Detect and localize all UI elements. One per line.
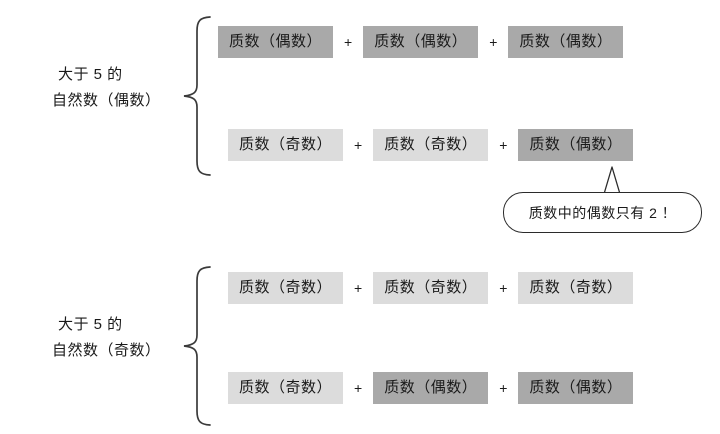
term-box: 质数（偶数） xyxy=(373,372,489,404)
term-box: 质数（偶数） xyxy=(518,372,634,404)
plus-operator: + xyxy=(499,137,508,153)
expression-row-3: 质数（奇数） + 质数（奇数） + 质数（奇数） xyxy=(228,272,634,304)
group-label-even-line1: 大于 5 的 xyxy=(58,66,123,83)
curly-brace-even xyxy=(180,14,214,183)
group-label-even: 大于 5 的 自然数（偶数） xyxy=(52,62,161,114)
group-label-even-line2: 自然数（偶数） xyxy=(52,92,161,109)
term-box: 质数（奇数） xyxy=(373,129,489,161)
term-box: 质数（偶数） xyxy=(363,26,479,58)
term-box: 质数（奇数） xyxy=(228,272,344,304)
term-box: 质数（奇数） xyxy=(518,272,634,304)
term-box: 质数（偶数） xyxy=(508,26,624,58)
plus-operator: + xyxy=(354,280,363,296)
callout-text: 质数中的偶数只有 2 ！ xyxy=(528,204,677,221)
plus-operator: + xyxy=(344,34,353,50)
term-box: 质数（偶数） xyxy=(218,26,334,58)
expression-row-1: 质数（偶数） + 质数（偶数） + 质数（偶数） xyxy=(218,26,624,58)
expression-row-2: 质数（奇数） + 质数（奇数） + 质数（偶数） xyxy=(228,129,634,161)
group-label-odd-line1: 大于 5 的 xyxy=(58,316,123,333)
group-label-odd: 大于 5 的 自然数（奇数） xyxy=(52,312,161,364)
plus-operator: + xyxy=(354,380,363,396)
term-box: 质数（奇数） xyxy=(228,129,344,161)
plus-operator: + xyxy=(489,34,498,50)
term-box: 质数（奇数） xyxy=(373,272,489,304)
group-label-odd-line2: 自然数（奇数） xyxy=(52,342,161,359)
expression-row-4: 质数（奇数） + 质数（偶数） + 质数（偶数） xyxy=(228,372,634,404)
curly-brace-odd xyxy=(180,264,214,433)
callout-bubble: 质数中的偶数只有 2 ！ xyxy=(503,192,702,233)
plus-operator: + xyxy=(499,380,508,396)
term-box-highlighted: 质数（偶数） xyxy=(518,129,634,161)
callout-pointer-icon xyxy=(586,163,642,197)
plus-operator: + xyxy=(354,137,363,153)
term-box: 质数（奇数） xyxy=(228,372,344,404)
plus-operator: + xyxy=(499,280,508,296)
